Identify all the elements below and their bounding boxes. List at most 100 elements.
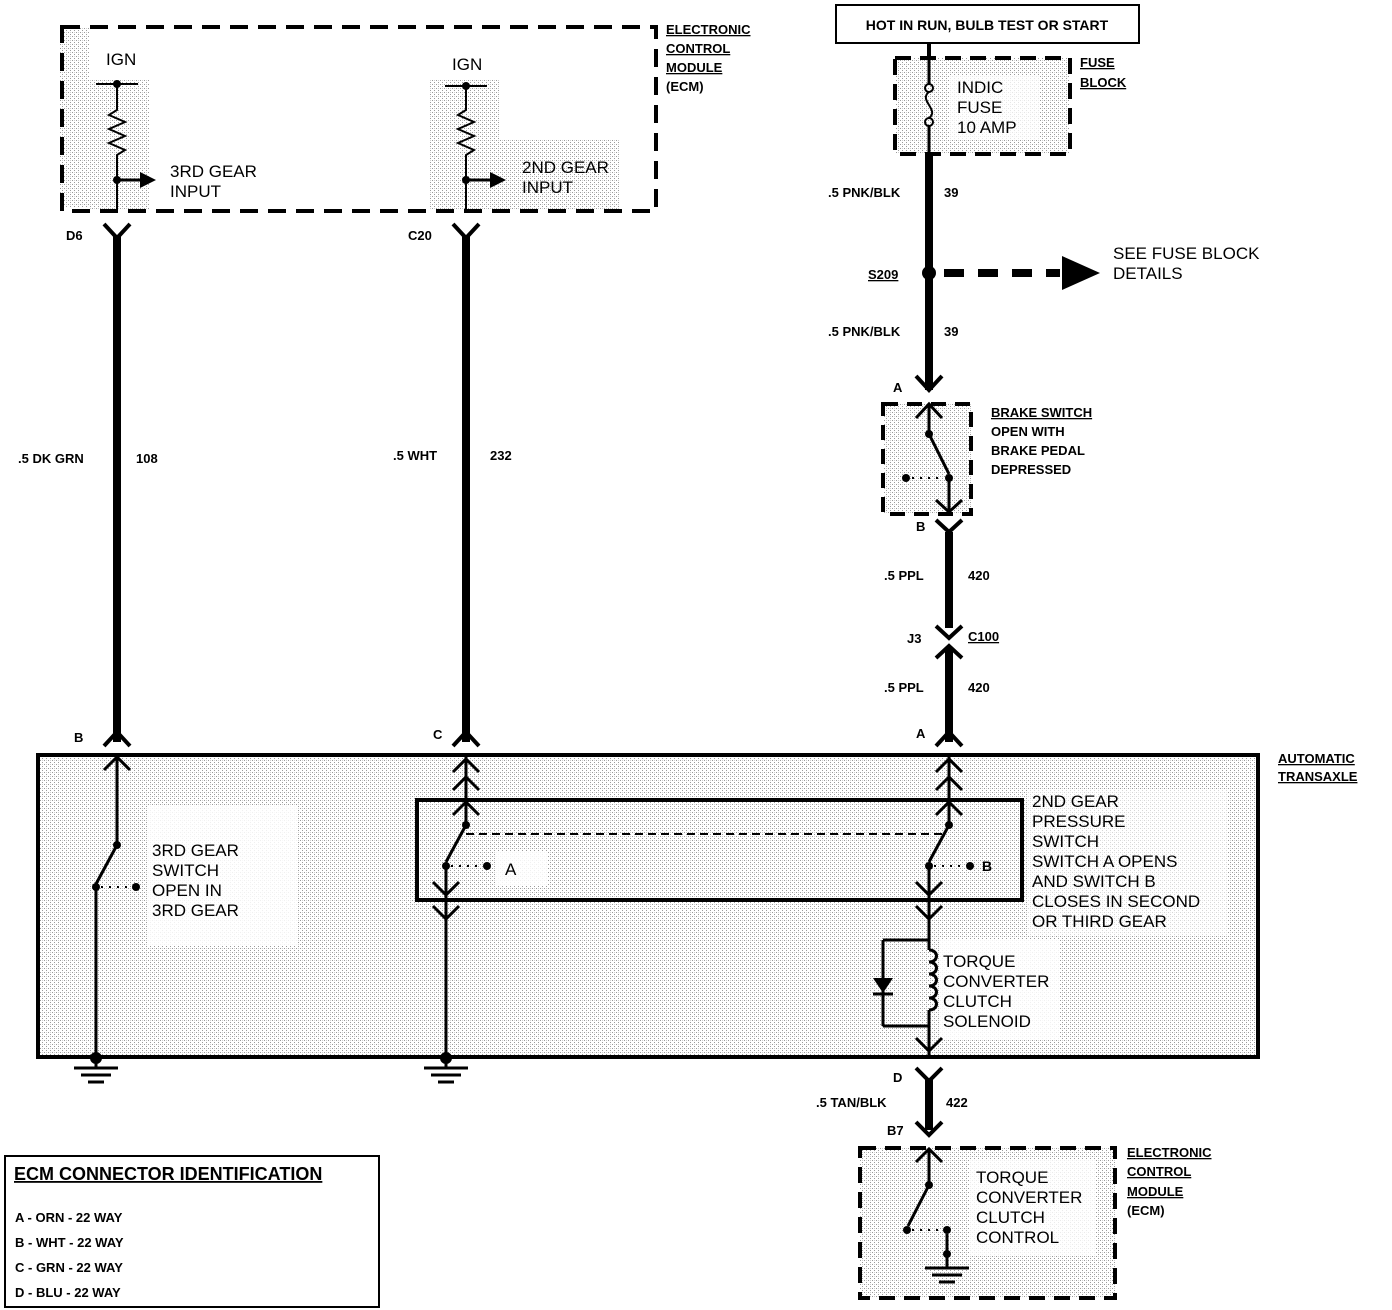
connector-c100-icon — [934, 643, 964, 660]
brake-switch-title: BRAKE SWITCH — [991, 405, 1092, 420]
ecm-top-title-2: CONTROL — [666, 41, 730, 56]
pressure-switch-label-2: PRESSURE — [1032, 812, 1126, 831]
hot-in-run-label: HOT IN RUN, BULB TEST OR START — [866, 17, 1109, 33]
pressure-switch-b — [914, 756, 974, 940]
ecm-right-resistor — [455, 86, 477, 210]
fuse-label-2: FUSE — [957, 98, 1002, 117]
ecm-bottom-title-4: (ECM) — [1127, 1203, 1165, 1218]
brake-switch-pin-a: A — [893, 380, 903, 395]
wire-108-circuit-label: 108 — [136, 451, 158, 466]
see-fuse-block-label-1: SEE FUSE BLOCK — [1113, 244, 1260, 263]
transaxle-border — [36, 753, 1260, 1059]
brake-switch-line-2: OPEN WITH — [991, 424, 1065, 439]
wire-420-lower-circuit-label: 420 — [968, 680, 990, 695]
ecm-left-ign-label: IGN — [106, 50, 136, 69]
switch-a-contact — [444, 824, 468, 863]
ecm-bottom-title-1: ELECTRONIC — [1127, 1145, 1212, 1160]
pressure-switch-box — [415, 798, 1024, 902]
wire-420-lower-gauge-label: .5 PPL — [884, 680, 924, 695]
third-gear-input-label-1: 3RD GEAR — [170, 162, 257, 181]
ground-icon — [424, 1052, 468, 1084]
pressure-switch-label-5: AND SWITCH B — [1032, 872, 1156, 891]
fuse-label-3: 10 AMP — [957, 118, 1017, 137]
pressure-switch-label-4: SWITCH A OPENS — [1032, 852, 1177, 871]
wire-232-circuit-label: 232 — [490, 448, 512, 463]
tcc-control-switch-contact — [906, 1184, 931, 1227]
tcc-solenoid-label-3: CLUTCH — [943, 992, 1012, 1011]
tcc-control-label-3: CLUTCH — [976, 1208, 1045, 1227]
tcc-control-label-4: CONTROL — [976, 1228, 1059, 1247]
automatic-transaxle — [36, 753, 1260, 1059]
ecm-top-border — [60, 25, 658, 213]
solenoid-coil-icon — [928, 948, 938, 1012]
ecm-bottom-module — [858, 1146, 1117, 1300]
connector-chevron-icon — [914, 374, 944, 393]
tcc-solenoid-label-1: TORQUE — [943, 952, 1015, 971]
arrow-right-icon — [140, 172, 156, 188]
connector-d6-icon — [102, 222, 132, 241]
connector-c100-icon — [934, 624, 964, 641]
ecm-right-ign-label: IGN — [452, 55, 482, 74]
connector-c100-name: C100 — [968, 629, 999, 644]
connector-chevron-icon — [914, 1120, 944, 1138]
ecm-top-title-3: MODULE — [666, 60, 723, 75]
third-gear-switch-label-1: 3RD GEAR — [152, 841, 239, 860]
transaxle-pin-b: B — [74, 730, 83, 745]
ecm-bottom-pin-b7: B7 — [887, 1123, 904, 1138]
brake-switch-line-4: DEPRESSED — [991, 462, 1071, 477]
ecm-top-title-4: (ECM) — [666, 79, 704, 94]
ground-icon — [74, 1052, 118, 1084]
fuse-label-1: INDIC — [957, 78, 1003, 97]
pressure-switch-label-7: OR THIRD GEAR — [1032, 912, 1167, 931]
tcc-control-label-1: TORQUE — [976, 1168, 1048, 1187]
transaxle-title-1: AUTOMATIC — [1278, 751, 1355, 766]
hot-in-run-box — [835, 4, 1140, 44]
wire-39-upper-gauge-label: .5 PNK/BLK — [828, 185, 901, 200]
wire-39-lower-gauge-label: .5 PNK/BLK — [828, 324, 901, 339]
connector-chevron-icon — [451, 729, 481, 748]
connector-id-row-d: D - BLU - 22 WAY — [15, 1285, 121, 1300]
connector-id-row-b: B - WHT - 22 WAY — [15, 1235, 124, 1250]
connector-id-row-a: A - ORN - 22 WAY — [15, 1210, 123, 1225]
brake-switch-contact — [927, 433, 951, 475]
tcc-solenoid-label-2: CONVERTER — [943, 972, 1049, 991]
third-gear-switch-contact — [94, 844, 119, 885]
splice-s209-dot — [922, 266, 936, 280]
fuse-block: INDIC FUSE 10 AMP — [893, 56, 1072, 156]
connector-chevron-icon — [934, 729, 964, 748]
brake-switch-line-3: BRAKE PEDAL — [991, 443, 1085, 458]
pressure-switch-label-6: CLOSES IN SECOND — [1032, 892, 1200, 911]
pressure-switch-label-1: 2ND GEAR — [1032, 792, 1119, 811]
wire-39-upper-circuit-label: 39 — [944, 185, 958, 200]
third-gear-switch-label-3: OPEN IN — [152, 881, 222, 900]
third-gear-input-label-2: INPUT — [170, 182, 221, 201]
connector-c20-icon — [451, 222, 481, 241]
connector-id-row-c: C - GRN - 22 WAY — [15, 1260, 123, 1275]
ecm-top-title-1: ELECTRONIC — [666, 22, 751, 37]
connector-chevron-icon — [934, 518, 964, 535]
third-gear-switch — [92, 754, 140, 1058]
wire-420-upper-gauge-label: .5 PPL — [884, 568, 924, 583]
transaxle-pin-a: A — [916, 726, 926, 741]
wire-420-upper-circuit-label: 420 — [968, 568, 990, 583]
fuse-block-title-1: FUSE — [1080, 55, 1115, 70]
diode-icon — [873, 978, 893, 993]
tcc-control-label-2: CONVERTER — [976, 1188, 1082, 1207]
splice-s209-label: S209 — [868, 267, 898, 282]
see-fuse-block-label-2: DETAILS — [1113, 264, 1183, 283]
ecm-top-module: IGN IGN 3RD GEAR INPUT 2ND GEAR INPUT EL… — [60, 22, 751, 213]
wire-108-gauge-label: .5 DK GRN — [18, 451, 84, 466]
tcc-solenoid-label-4: SOLENOID — [943, 1012, 1031, 1031]
second-gear-input-label-1: 2ND GEAR — [522, 158, 609, 177]
switch-b-label: B — [982, 858, 992, 874]
connector-c100-pin: J3 — [907, 631, 921, 646]
third-gear-switch-label-2: SWITCH — [152, 861, 219, 880]
third-gear-switch-label-4: 3RD GEAR — [152, 901, 239, 920]
wire-39-lower-circuit-label: 39 — [944, 324, 958, 339]
pressure-switch-label-3: SWITCH — [1032, 832, 1099, 851]
pressure-switch-a — [431, 756, 491, 1058]
brake-switch — [881, 401, 973, 516]
transaxle-pin-d: D — [893, 1070, 902, 1085]
ecm-left-resistor — [106, 84, 128, 210]
